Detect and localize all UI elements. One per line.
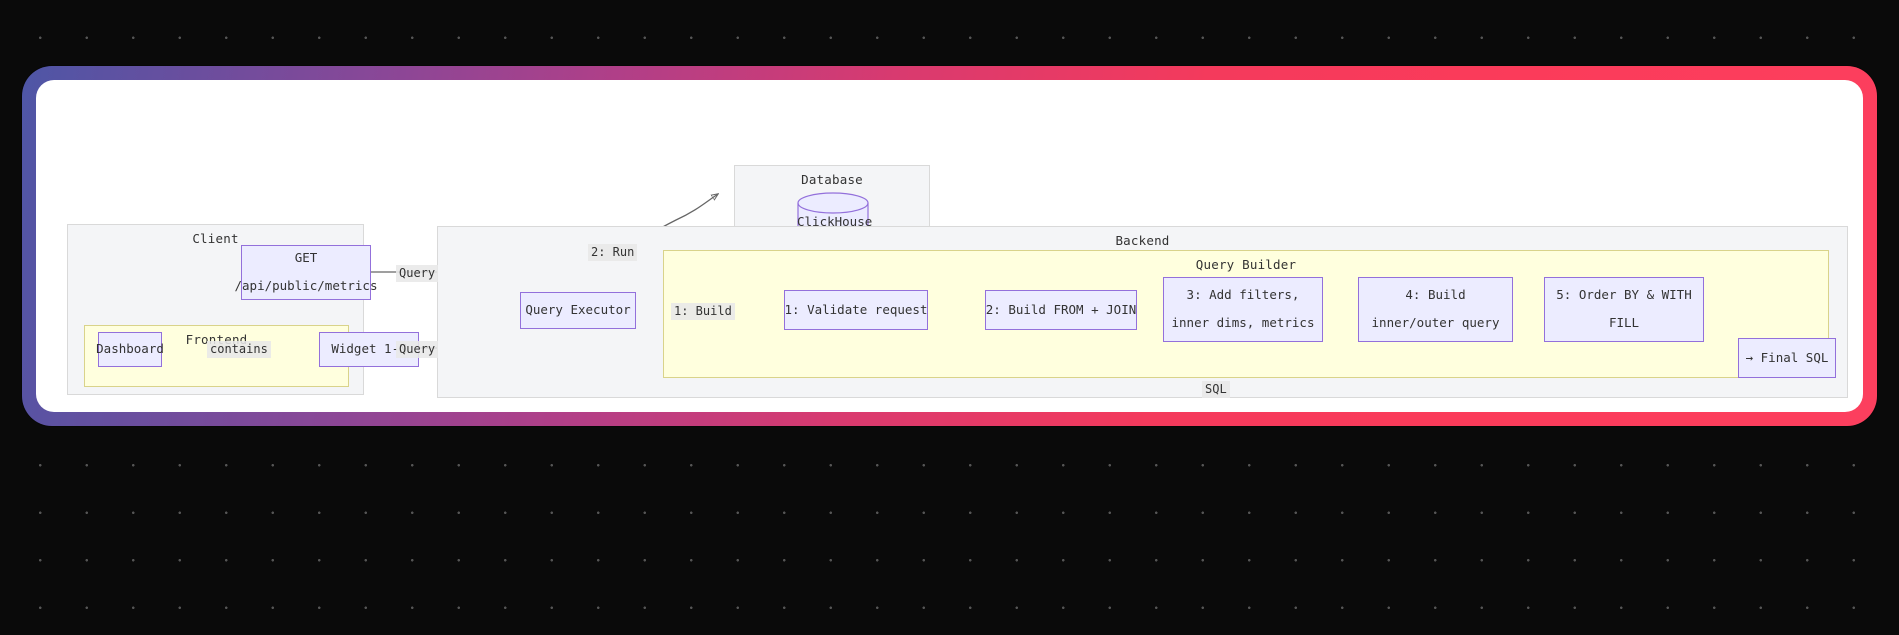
- node-final-sql[interactable]: → Final SQL: [1738, 338, 1836, 378]
- diagram-canvas: Client Frontend GET /api/public/metrics …: [36, 80, 1863, 412]
- edge-label-build: 1: Build: [671, 303, 735, 320]
- node-dashboard-label: Dashboard: [96, 341, 164, 357]
- node-step-5-order-by-with-fill[interactable]: 5: Order BY & WITH FILL: [1544, 277, 1704, 342]
- node-step-3-add-filters[interactable]: 3: Add filters, inner dims, metrics: [1163, 277, 1323, 342]
- edge-label-query-top: Query: [396, 265, 439, 282]
- node-step-1-label: 1: Validate request: [784, 301, 928, 317]
- node-step-4-line1: 4: Build: [1405, 287, 1466, 303]
- cluster-backend-label: Backend: [1115, 233, 1170, 248]
- node-step-3-line2: inner dims, metrics: [1171, 315, 1315, 330]
- node-get-line2: /api/public/metrics: [234, 278, 378, 293]
- node-step-2-build-from-join[interactable]: 2: Build FROM + JOIN: [985, 290, 1137, 330]
- node-final-sql-label: → Final SQL: [1745, 349, 1829, 365]
- node-step-4-line2: inner/outer query: [1371, 315, 1500, 330]
- node-query-executor[interactable]: Query Executor: [520, 292, 636, 329]
- node-get-line1: GET: [294, 250, 318, 266]
- node-query-executor-label: Query Executor: [525, 302, 631, 318]
- node-step-4-build-inner-outer-query[interactable]: 4: Build inner/outer query: [1358, 277, 1513, 342]
- node-step-5-line1: 5: Order BY & WITH: [1556, 287, 1692, 303]
- node-get-api-public-metrics[interactable]: GET /api/public/metrics: [235, 245, 378, 300]
- cluster-database-label: Database: [801, 172, 863, 187]
- edge-label-sql: SQL: [1202, 381, 1230, 398]
- node-step-2-label: 2: Build FROM + JOIN: [985, 301, 1137, 317]
- cluster-query-builder-label: Query Builder: [1195, 257, 1297, 272]
- node-dashboard[interactable]: Dashboard: [96, 332, 164, 367]
- node-step-1-validate-request[interactable]: 1: Validate request: [784, 290, 928, 330]
- cluster-client-label: Client: [192, 231, 239, 246]
- edge-label-run: 2: Run: [588, 244, 638, 261]
- node-step-3-line1: 3: Add filters,: [1186, 287, 1300, 303]
- node-step-5-line2: FILL: [1608, 315, 1640, 330]
- edge-label-contains: contains: [207, 341, 271, 358]
- edge-label-query-bottom: Query: [396, 341, 439, 358]
- node-clickhouse-label: ClickHouse: [797, 214, 873, 230]
- gradient-frame: Client Frontend GET /api/public/metrics …: [22, 66, 1877, 426]
